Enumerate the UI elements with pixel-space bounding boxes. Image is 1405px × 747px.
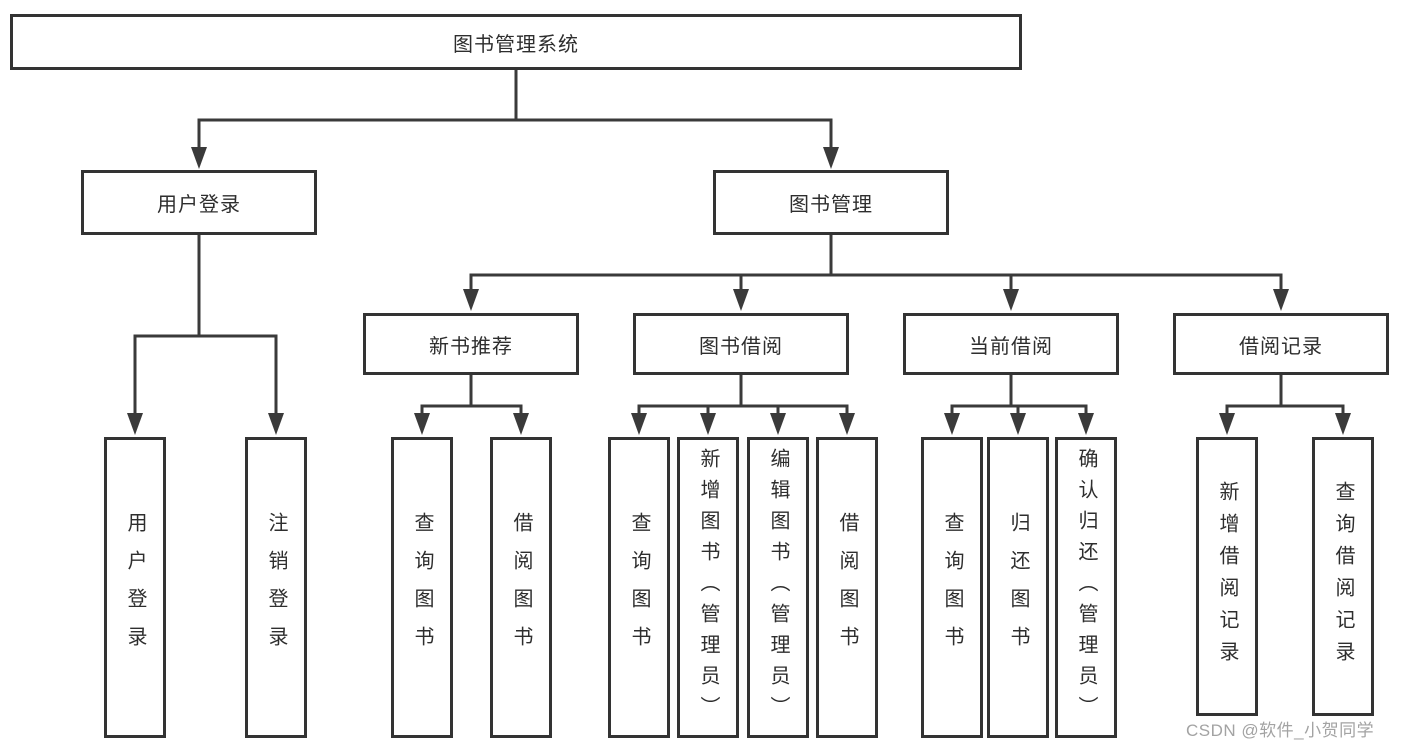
leaf-query-books-recommend: 查询图书 [391, 437, 453, 738]
leaf-label: 新增图书（管理员） [697, 448, 719, 727]
leaf-confirm-return-admin: 确认归还（管理员） [1055, 437, 1117, 738]
leaf-label: 用户登录 [124, 511, 146, 664]
leaf-label: 借阅图书 [836, 511, 858, 664]
node-book-management: 图书管理 [713, 170, 949, 235]
node-library-system: 图书管理系统 [10, 14, 1022, 70]
node-book-borrow: 图书借阅 [633, 313, 849, 375]
node-user-login: 用户登录 [81, 170, 317, 235]
leaf-label: 注销登录 [265, 511, 287, 664]
node-borrow-records: 借阅记录 [1173, 313, 1389, 375]
leaf-label: 编辑图书（管理员） [767, 448, 789, 727]
leaf-return-book: 归还图书 [987, 437, 1049, 738]
leaf-query-borrow-record: 查询借阅记录 [1312, 437, 1374, 716]
leaf-label: 归还图书 [1007, 511, 1029, 664]
node-new-book-recommend: 新书推荐 [363, 313, 579, 375]
leaf-borrow-books: 借阅图书 [816, 437, 878, 738]
leaf-label: 查询借阅记录 [1332, 480, 1354, 673]
leaf-label: 新增借阅记录 [1216, 480, 1238, 673]
leaf-label: 查询图书 [941, 511, 963, 664]
watermark: CSDN @软件_小贺同学 [1186, 721, 1375, 740]
leaf-label: 查询图书 [411, 511, 433, 664]
leaf-query-books-current: 查询图书 [921, 437, 983, 738]
leaf-label: 确认归还（管理员） [1075, 448, 1097, 727]
leaf-query-books-borrow: 查询图书 [608, 437, 670, 738]
node-current-borrow: 当前借阅 [903, 313, 1119, 375]
leaf-logout: 注销登录 [245, 437, 307, 738]
leaf-add-book-admin: 新增图书（管理员） [677, 437, 739, 738]
leaf-user-login: 用户登录 [104, 437, 166, 738]
leaf-borrow-books-recommend: 借阅图书 [490, 437, 552, 738]
leaf-label: 查询图书 [628, 511, 650, 664]
leaf-label: 借阅图书 [510, 511, 532, 664]
leaf-add-borrow-record: 新增借阅记录 [1196, 437, 1258, 716]
leaf-edit-book-admin: 编辑图书（管理员） [747, 437, 809, 738]
